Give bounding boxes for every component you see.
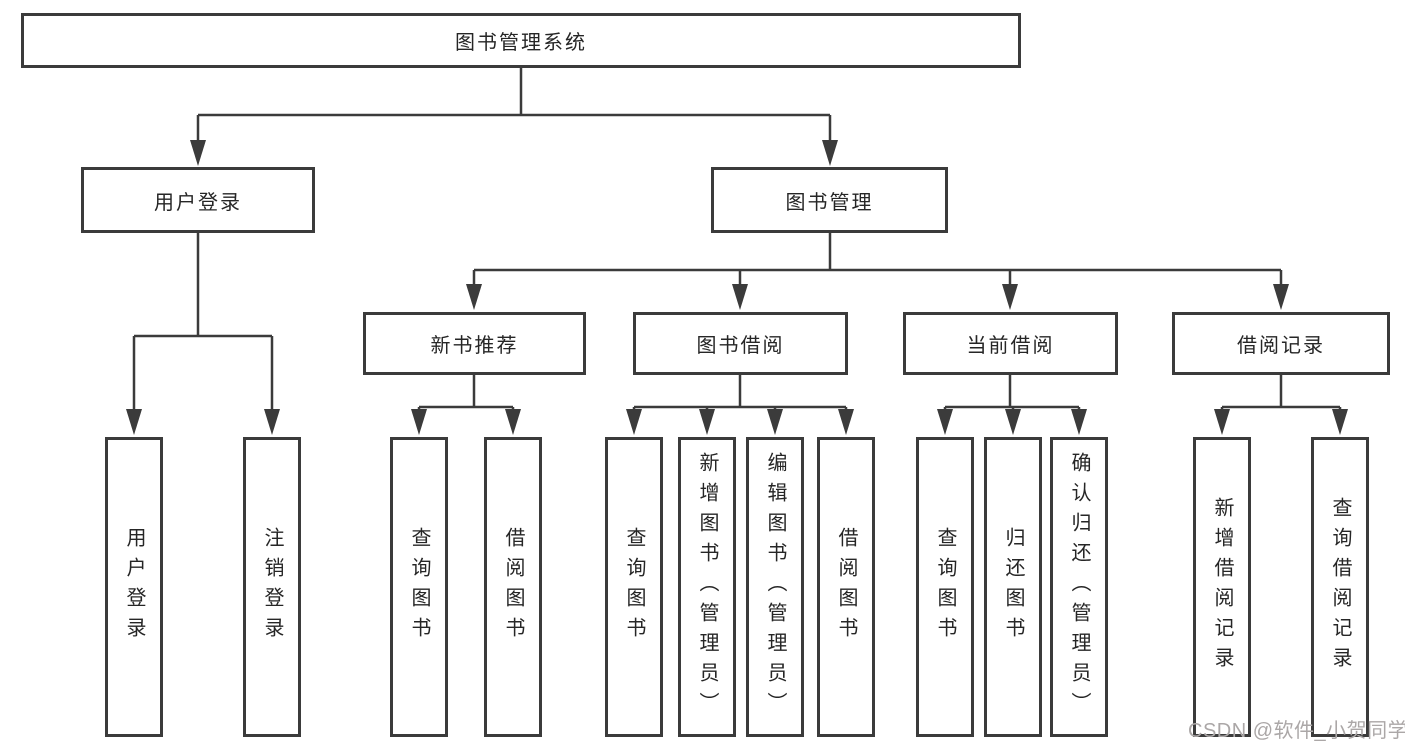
root-node-library-system: 图书管理系统	[21, 13, 1021, 68]
leaf-borrow-book-recommend: 借阅图书	[484, 437, 542, 737]
leaf-query-book-recommend: 查询图书	[390, 437, 448, 737]
leaf-return-book: 归还图书	[984, 437, 1042, 737]
leaf-logout: 注销登录	[243, 437, 301, 737]
leaf-user-login: 用户登录	[105, 437, 163, 737]
branch-user-login: 用户登录	[81, 167, 315, 233]
leaf-confirm-return-admin: 确认归还（管理员）	[1050, 437, 1108, 737]
node-new-book-recommend: 新书推荐	[363, 312, 586, 375]
node-current-borrow: 当前借阅	[903, 312, 1118, 375]
branch-book-management: 图书管理	[711, 167, 948, 233]
node-book-borrow: 图书借阅	[633, 312, 848, 375]
leaf-query-borrow-record: 查询借阅记录	[1311, 437, 1369, 737]
leaf-add-borrow-record: 新增借阅记录	[1193, 437, 1251, 737]
leaf-edit-book-admin: 编辑图书（管理员）	[746, 437, 804, 737]
leaf-add-book-admin: 新增图书（管理员）	[678, 437, 736, 737]
leaf-query-book-current: 查询图书	[916, 437, 974, 737]
leaf-query-book-borrow: 查询图书	[605, 437, 663, 737]
node-borrow-records: 借阅记录	[1172, 312, 1390, 375]
leaf-borrow-book: 借阅图书	[817, 437, 875, 737]
csdn-watermark: CSDN @软件_小贺同学	[1188, 720, 1405, 742]
